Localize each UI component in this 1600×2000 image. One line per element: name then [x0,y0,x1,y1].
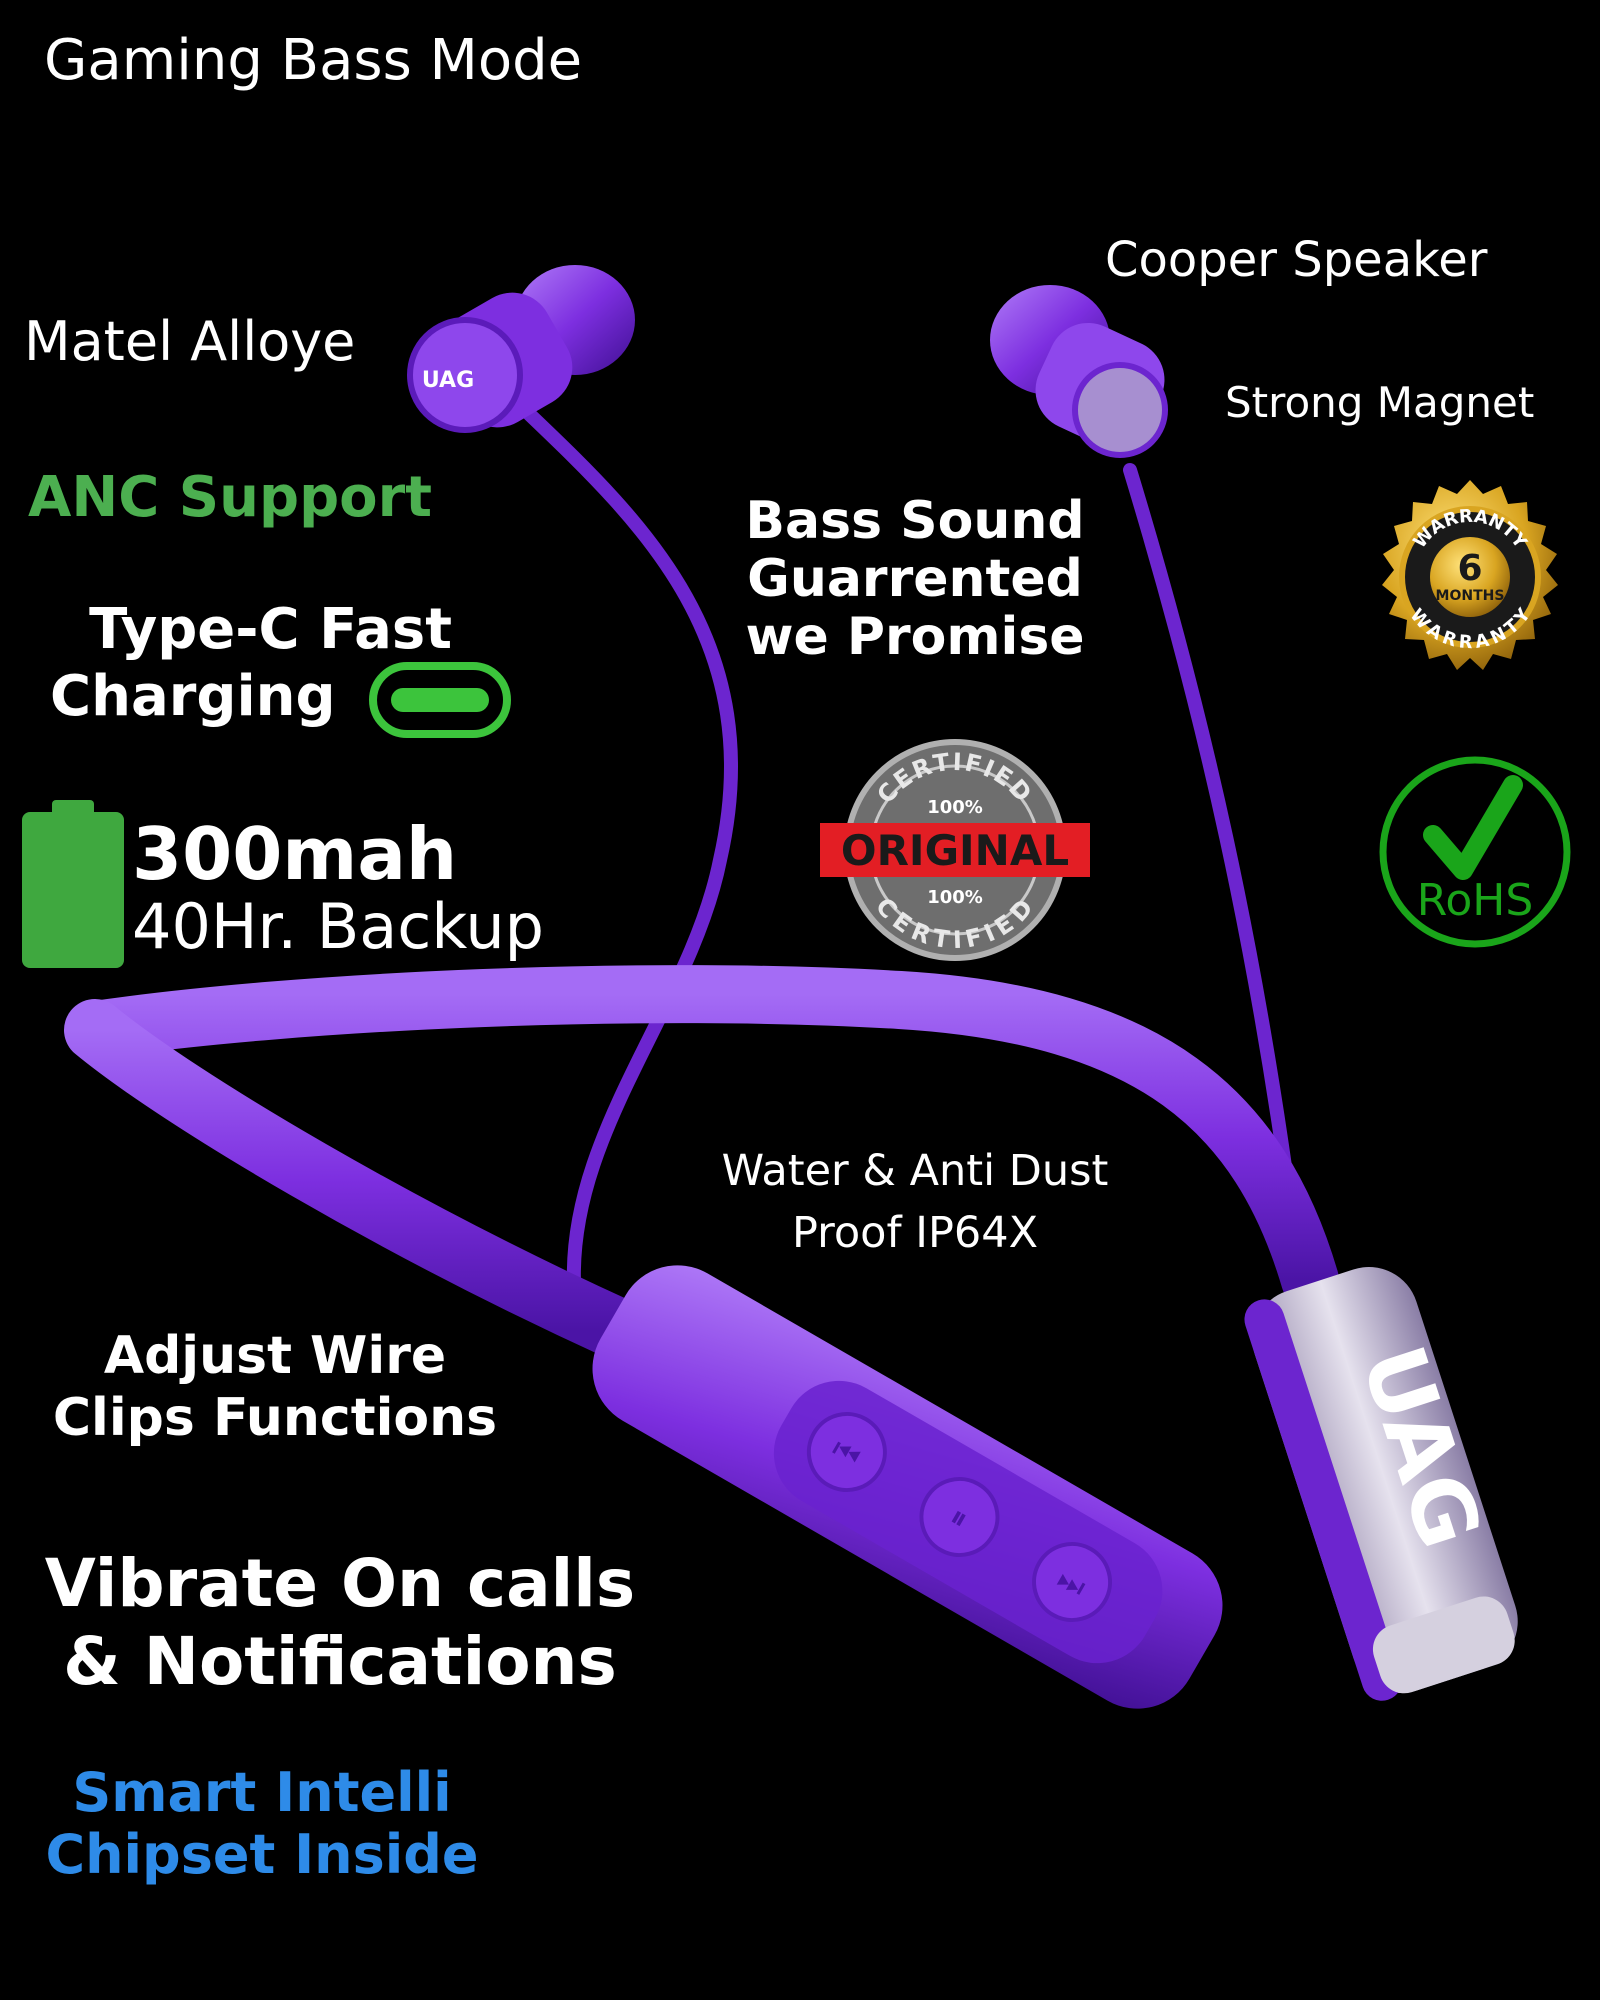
battery-icon [22,800,124,968]
feature-magnet: Strong Magnet [1225,378,1535,427]
type-c-port-icon [369,662,512,738]
certified-percent-bottom: 100% [927,887,983,908]
feature-vibrate-line2: & Notifications [63,1623,617,1700]
right-earbud [990,285,1168,458]
certified-original-stamp: CERTIFIED CERTIFIED 100% ORIGINAL 100% [820,739,1090,961]
feature-metal: Matel Alloye [24,310,356,373]
feature-wire-line1: Adjust Wire [103,1326,447,1386]
warranty-seal-badge: WARRANTY WARRANTY 6 MONTHS [1382,480,1558,670]
certified-main-text: ORIGINAL [841,826,1069,875]
left-earbud: UAG [407,265,635,433]
feature-chipset: Smart Intelli Chipset Inside [22,1762,502,1886]
right-cable [1123,463,1307,1287]
feature-water-line2: Proof IP64X [791,1208,1039,1258]
next-button [1032,1542,1113,1623]
warranty-number: 6 [1457,548,1482,589]
brand-logo-left: UAG [422,368,474,393]
feature-bass: Bass Sound Guarrented we Promise [730,492,1100,666]
feature-bass-line1: Bass Sound [745,491,1085,551]
neckband-band [66,965,1339,1309]
feature-type-c-line2: Charging [50,662,512,738]
checkmark-icon [1423,775,1523,880]
feature-type-c: Type-C Fast Charging [30,597,512,738]
headline: Gaming Bass Mode [44,28,583,93]
prev-button [806,1412,887,1493]
warranty-unit: MONTHS [1436,588,1505,604]
feature-type-c-line1: Type-C Fast [89,597,452,662]
feature-bass-line3: we Promise [745,607,1085,667]
neckband-band-arm [64,999,651,1361]
feature-water: Water & Anti Dust Proof IP64X [700,1140,1130,1264]
certified-percent-top: 100% [927,797,983,818]
feature-vibrate: Vibrate On calls & Notifications [20,1545,660,1701]
feature-water-line1: Water & Anti Dust [721,1146,1109,1196]
feature-anc: ANC Support [28,465,433,530]
play-pause-button [919,1477,1000,1558]
feature-chipset-line2: Chipset Inside [45,1823,479,1886]
left-cable [518,403,738,1307]
left-control-unit: ⏮ ⏸ ⏭ [592,1265,1223,1709]
battery-capacity: 300mah [132,812,458,896]
right-control-unit: UAG [1244,1267,1518,1701]
feature-bass-line2: Guarrented [747,549,1083,609]
rohs-text: RoHS [1417,875,1534,926]
feature-vibrate-line1: Vibrate On calls [44,1545,636,1622]
rohs-badge: RoHS [1379,756,1571,948]
feature-copper: Cooper Speaker [1105,232,1488,288]
feature-wire-line2: Clips Functions [52,1388,498,1448]
battery-backup: 40Hr. Backup [132,890,544,963]
feature-type-c-text: Charging [50,664,336,730]
feature-chipset-line1: Smart Intelli [72,1761,452,1824]
feature-wire: Adjust Wire Clips Functions [20,1325,530,1449]
